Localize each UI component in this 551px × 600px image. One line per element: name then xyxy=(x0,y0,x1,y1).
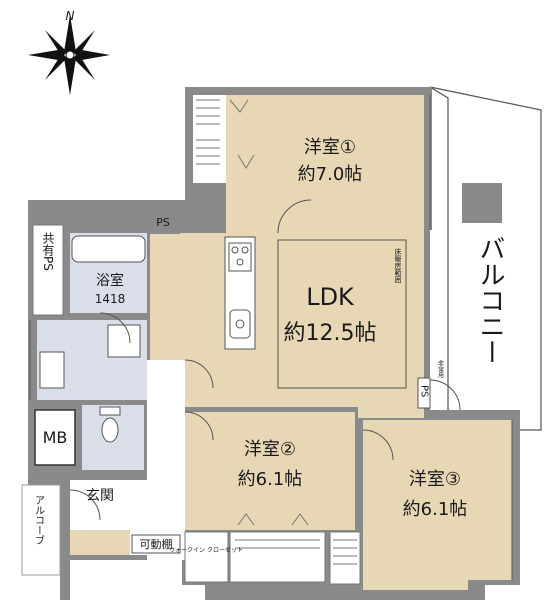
western-room-1-size: 約7.0帖 xyxy=(298,164,363,185)
washbasin-icon xyxy=(39,351,65,389)
ldk-floor xyxy=(150,233,424,418)
bathtub-icon xyxy=(71,235,146,263)
alcove-area xyxy=(21,484,61,576)
bath-name: 浴室 xyxy=(96,272,124,289)
ps-top-label: PS xyxy=(156,216,170,229)
kitchen-sink-icon xyxy=(229,309,251,339)
floor-heating-label: 床暖房範囲 xyxy=(394,247,402,284)
bath-size: 1418 xyxy=(95,292,126,306)
ldk-name: LDK xyxy=(306,283,355,311)
compass-north-label: N xyxy=(66,9,75,23)
door-room-2 xyxy=(184,411,214,441)
western-room-1-closet xyxy=(193,95,226,183)
toilet-icon xyxy=(101,417,119,443)
western-room-3-floor xyxy=(363,420,512,590)
balcony-column xyxy=(462,183,502,223)
washing-machine-icon xyxy=(107,324,141,358)
balcony-name: バルコニー xyxy=(475,235,505,365)
closet-note: ウォークイン クローゼット xyxy=(169,546,243,554)
door-entrance xyxy=(69,489,101,521)
movable-shelf-label: 可動棚 xyxy=(140,537,173,551)
movable-shelf-box xyxy=(131,534,181,554)
floor-heating-area xyxy=(277,239,407,389)
ps-top-box xyxy=(150,230,180,234)
door-wash xyxy=(99,312,131,344)
western-room-1-name: 洋室① xyxy=(304,137,356,158)
western-room-1-floor xyxy=(226,95,424,233)
ldk-size: 約12.5帖 xyxy=(284,321,377,346)
door-room-1 xyxy=(277,199,312,234)
door-ldk xyxy=(184,359,214,389)
ps-right-box xyxy=(417,377,431,409)
door-room-3 xyxy=(362,429,394,461)
door-balcony xyxy=(429,379,461,411)
western-room-3-size: 約6.1帖 xyxy=(403,499,468,520)
kitchen-stove-icon xyxy=(228,242,252,272)
alcove-name: アルコーブ xyxy=(33,495,45,545)
service-balcony-note: 非常用 xyxy=(437,359,444,379)
western-room-3-name: 洋室③ xyxy=(409,469,461,490)
shared-ps-label: 共有PS xyxy=(41,232,55,271)
western-room-2-size: 約6.1帖 xyxy=(238,469,303,490)
walk-in-closet-box xyxy=(184,531,229,583)
mb-label: MB xyxy=(43,428,68,447)
mb-box xyxy=(34,409,76,466)
entrance-tile xyxy=(70,530,130,555)
shared-ps-area xyxy=(32,224,64,316)
entrance-name: 玄関 xyxy=(86,487,114,504)
western-room-3-closet xyxy=(329,531,361,585)
ps-right-label: PS xyxy=(419,385,430,397)
western-room-2-floor xyxy=(185,412,355,530)
compass-icon: N xyxy=(28,9,110,95)
western-room-2-name: 洋室② xyxy=(244,439,296,460)
